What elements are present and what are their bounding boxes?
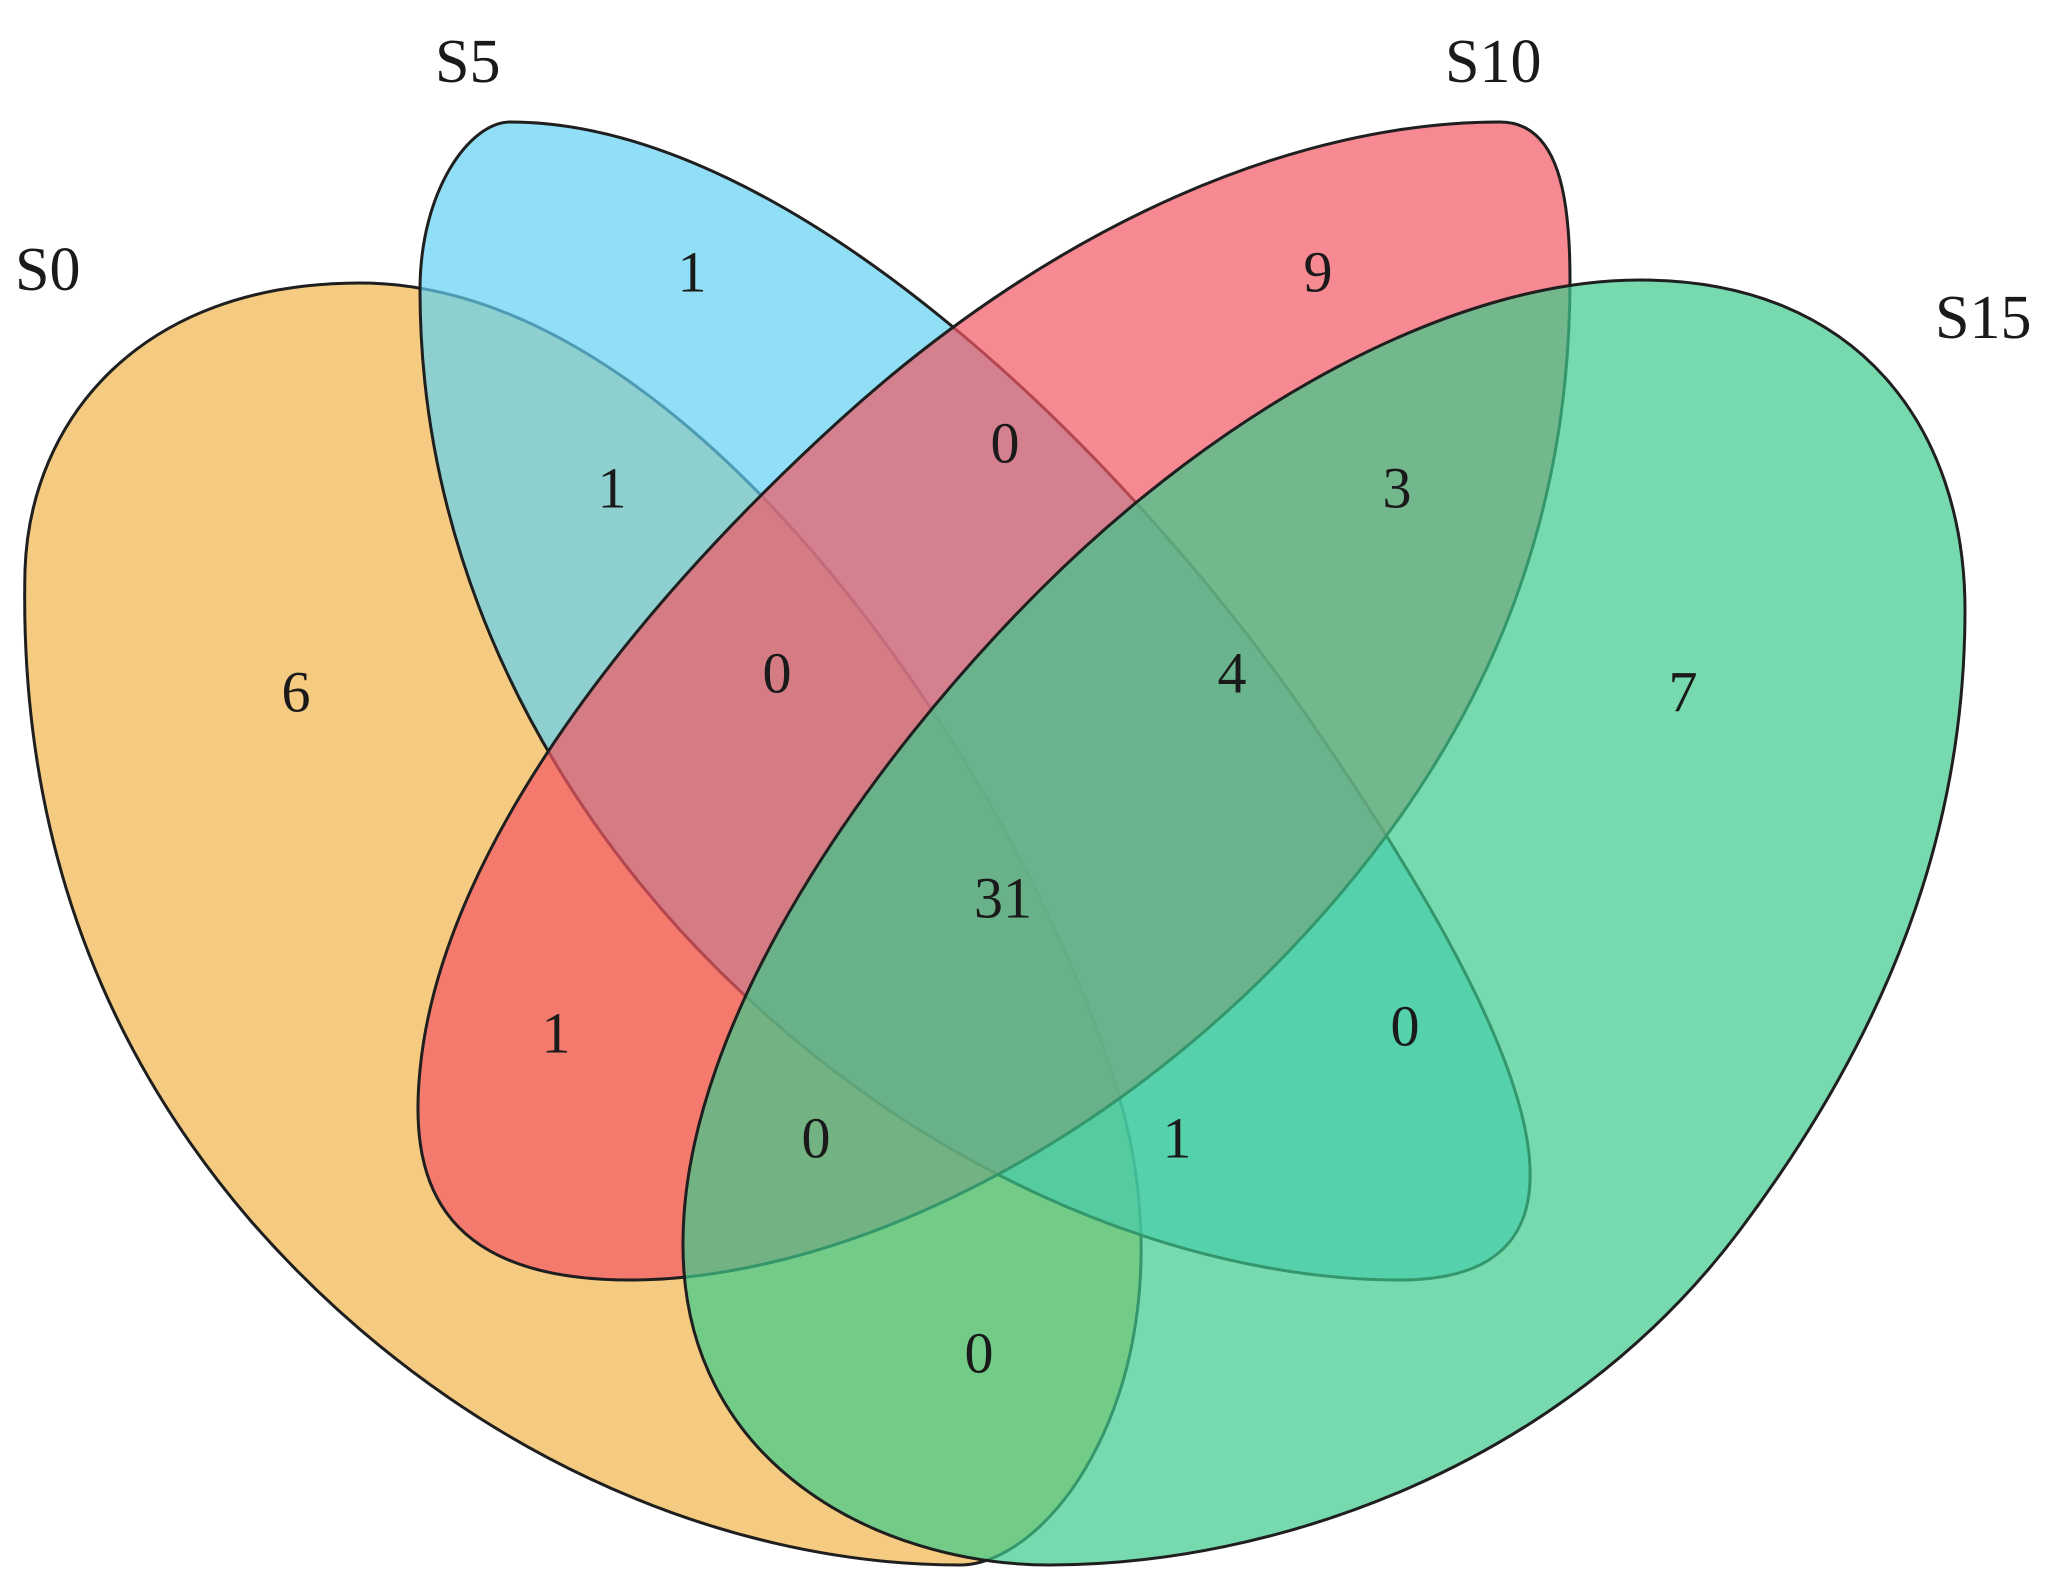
region-count-s5-s10-s15: 4	[1218, 641, 1247, 706]
set-shapes	[23, 120, 1967, 1567]
set-label-s15: S15	[1935, 284, 2031, 352]
set-s15-ellipse	[681, 278, 1967, 1567]
region-count-s0-s10-s15: 0	[802, 1106, 831, 1171]
region-count-all: 31	[974, 866, 1032, 931]
region-count-s0-s10: 1	[542, 1001, 571, 1066]
region-count-s15-only: 7	[1669, 660, 1698, 725]
region-count-s10-s15: 3	[1383, 456, 1412, 521]
region-count-s5-s10: 0	[991, 411, 1020, 476]
set-label-s0: S0	[15, 236, 80, 304]
set-label-s10: S10	[1445, 28, 1541, 96]
region-count-s5-s15: 0	[1391, 994, 1420, 1059]
region-count-s5-only: 1	[678, 240, 707, 305]
region-count-s0-s5: 1	[598, 456, 627, 521]
set-label-s5: S5	[435, 28, 500, 96]
region-counts: 6 1 9 7 1 0 3 0 4 31 1 0 0 1 0	[282, 240, 1698, 1386]
region-count-s0-only: 6	[282, 660, 311, 725]
set-labels: S0 S5 S10 S15	[15, 28, 2031, 352]
region-count-s0-s5-s10: 0	[763, 641, 792, 706]
region-count-s0-s5-s15: 1	[1163, 1106, 1192, 1171]
region-count-s0-s15: 0	[965, 1321, 994, 1386]
region-count-s10-only: 9	[1304, 240, 1333, 305]
